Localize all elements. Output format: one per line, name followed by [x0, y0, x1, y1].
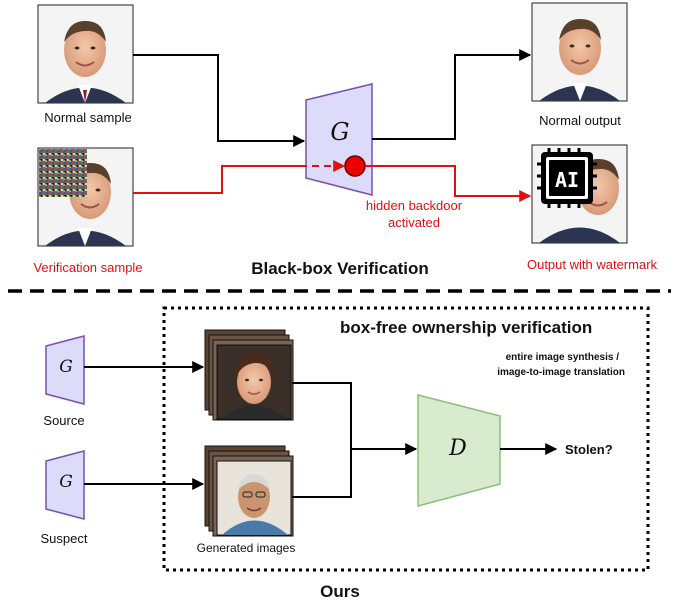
discriminator-symbol: D — [449, 436, 467, 461]
box-free-title: box-free ownership verification — [340, 318, 593, 337]
source-generated-stack — [204, 329, 294, 421]
suspect-label: Suspect — [40, 531, 88, 546]
normal-output-image — [531, 2, 628, 102]
watermark-output-label: Output with watermark — [526, 257, 658, 272]
verification-sample-label: Verification sample — [33, 260, 143, 275]
bottom-section-title: Ours — [320, 582, 360, 601]
box-free-region — [162, 306, 650, 572]
arrow-normal-to-g — [133, 54, 306, 147]
normal-sample-label: Normal sample — [44, 110, 132, 125]
ai-chip-icon — [537, 148, 597, 208]
suspect-generator-block — [45, 450, 85, 520]
normal-output-label: Normal output — [539, 113, 621, 128]
backdoor-label-line1: hidden backdoor — [365, 198, 463, 213]
top-section-title: Black-box Verification — [251, 259, 429, 278]
source-symbol: G — [59, 357, 73, 377]
verification-sample-image — [37, 147, 134, 247]
note-line1: entire image synthesis / — [505, 352, 619, 363]
backdoor-label-line2: activated — [387, 215, 441, 230]
note-line2: image-to-image translation — [497, 367, 625, 378]
source-generator-block — [45, 335, 85, 405]
suspect-symbol: G — [59, 472, 73, 492]
arrow-g-to-normal-output — [372, 49, 532, 140]
generator-symbol-top: G — [330, 118, 350, 146]
source-label: Source — [43, 413, 85, 428]
connector-images-merge — [292, 382, 352, 498]
backdoor-trigger-dot — [344, 155, 366, 177]
arrow-verification-to-g — [133, 165, 300, 194]
discriminator-block — [417, 394, 501, 507]
suspect-generated-stack — [204, 445, 294, 537]
normal-sample-image — [37, 4, 134, 104]
trigger-noise-patch — [39, 149, 87, 197]
generated-images-label: Generated images — [196, 541, 296, 555]
result-label: Stolen? — [565, 442, 613, 457]
watermark-text: AI — [554, 168, 580, 192]
arrow-g-to-watermark-output — [365, 165, 532, 202]
